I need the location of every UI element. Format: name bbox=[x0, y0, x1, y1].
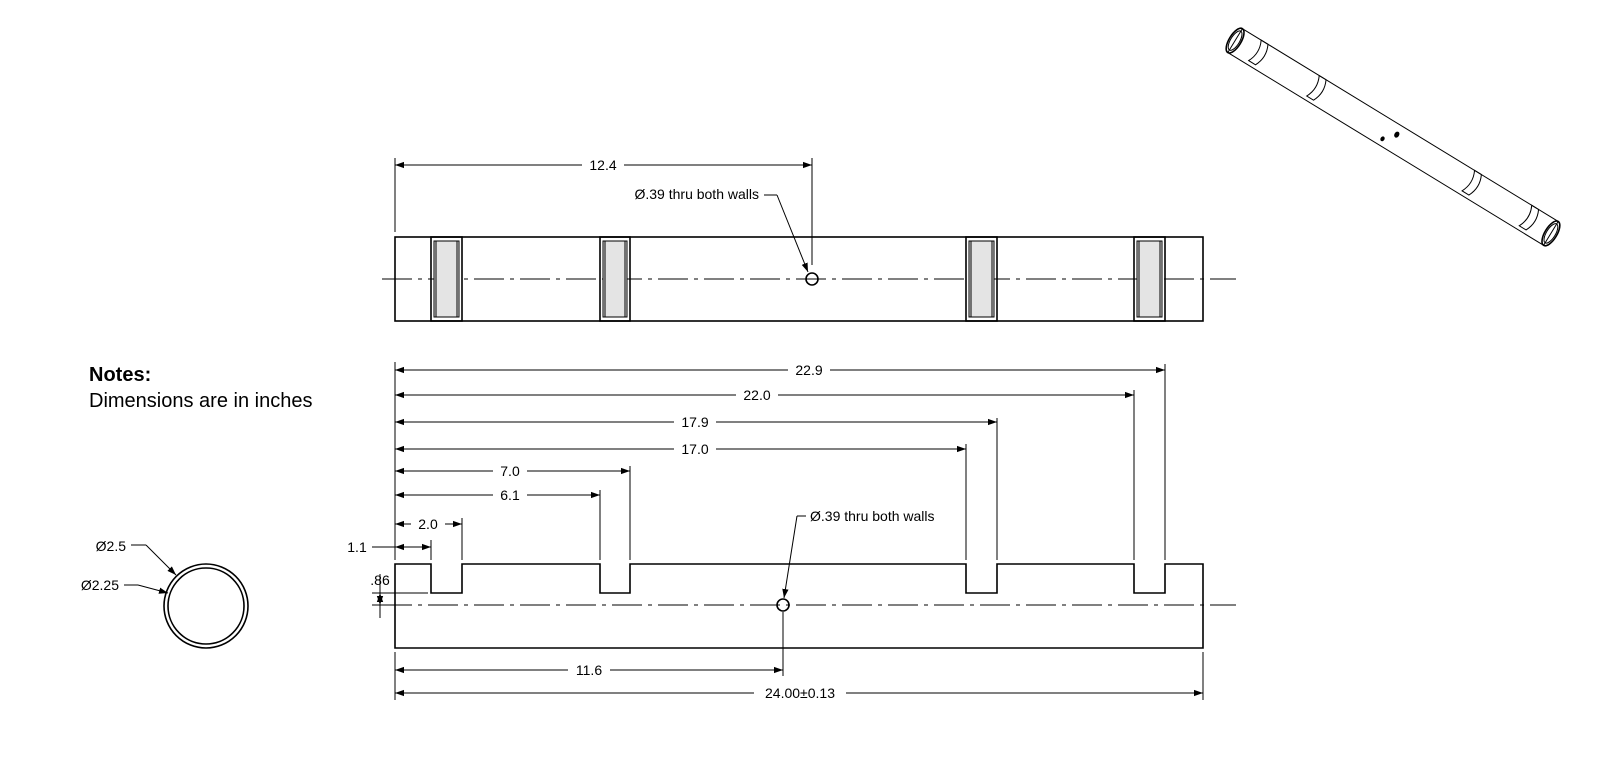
dim-label-6-1: 6.1 bbox=[500, 487, 520, 503]
inner-diameter-label: Ø2.25 bbox=[81, 577, 119, 593]
side-hole-callout: Ø.39 thru both walls bbox=[810, 508, 935, 524]
dim-label-22-0: 22.0 bbox=[743, 387, 770, 403]
notes-body: Dimensions are in inches bbox=[89, 390, 312, 412]
top-view-slot-4 bbox=[1133, 236, 1166, 322]
top-view: 12.4 Ø.39 thru both walls bbox=[382, 156, 1236, 322]
top-view-tube-body bbox=[394, 236, 1204, 322]
side-view-hole bbox=[776, 598, 790, 612]
dim-label-17-9: 17.9 bbox=[681, 414, 708, 430]
top-hole-callout: Ø.39 thru both walls bbox=[634, 186, 759, 202]
top-view-slot-3 bbox=[965, 236, 998, 322]
isometric-view bbox=[1225, 27, 1561, 247]
side-view-tube-profile bbox=[394, 563, 1204, 649]
dim-label-2-0: 2.0 bbox=[418, 516, 438, 532]
top-view-hole bbox=[805, 272, 819, 286]
dim-label-24: 24.00±0.13 bbox=[765, 685, 835, 701]
notes-block: Notes: Dimensions are in inches bbox=[89, 364, 312, 412]
top-view-slot-2 bbox=[599, 236, 631, 322]
dim-label-7-0: 7.0 bbox=[500, 463, 520, 479]
outer-diameter-leader bbox=[145, 544, 177, 576]
top-view-slot-1 bbox=[430, 236, 463, 322]
notes-title: Notes: bbox=[89, 364, 151, 386]
end-view-outer-circle bbox=[163, 563, 249, 649]
outer-diameter-label: Ø2.5 bbox=[96, 538, 127, 554]
top-hole-leader bbox=[776, 194, 809, 273]
dim-label-12-4: 12.4 bbox=[589, 157, 616, 173]
end-view: Ø2.5 Ø2.25 bbox=[81, 538, 249, 649]
end-view-inner-circle bbox=[167, 567, 245, 645]
dim-label-11-6: 11.6 bbox=[576, 662, 602, 678]
side-hole-leader bbox=[782, 515, 798, 599]
dim-label-17-0: 17.0 bbox=[681, 441, 708, 457]
inner-diameter-leader bbox=[137, 584, 169, 594]
dim-label-22-9: 22.9 bbox=[795, 362, 822, 378]
dim-label-1-1: 1.1 bbox=[347, 539, 367, 555]
side-view: 22.9 22.0 17.9 17.0 7.0 6.1 2.0 1.1 bbox=[347, 361, 1236, 702]
dim-label-86: .86 bbox=[370, 572, 390, 588]
